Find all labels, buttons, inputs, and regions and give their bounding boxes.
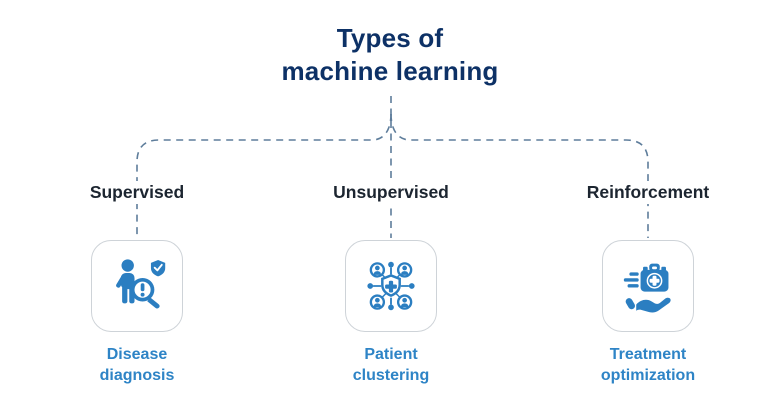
- icon-card-supervised: [91, 240, 183, 332]
- caption-treatment-optimization: Treatment optimization: [601, 344, 695, 386]
- treatment-optimization-icon: [623, 263, 671, 313]
- caption-line1: Disease: [106, 346, 168, 363]
- caption-line1: Treatment: [609, 346, 687, 363]
- page-title-line1: Types of: [336, 23, 444, 53]
- caption-line1: Patient: [364, 346, 418, 363]
- branch-label-supervised: Supervised: [81, 181, 193, 204]
- caption-line2: diagnosis: [99, 367, 175, 384]
- connector-left-branch: [136, 113, 392, 238]
- caption-line2: optimization: [600, 367, 696, 384]
- branch-label-unsupervised: Unsupervised: [325, 181, 457, 204]
- caption-line2: clustering: [352, 367, 430, 384]
- page-title-line2: machine learning: [281, 56, 499, 86]
- disease-diagnosis-icon: [116, 259, 166, 309]
- branch-label-reinforcement: Reinforcement: [578, 181, 718, 204]
- page-title: Types of machine learning: [190, 22, 590, 88]
- icon-card-reinforcement: [602, 240, 694, 332]
- connector-right-branch: [390, 113, 649, 238]
- caption-patient-clustering: Patient clustering: [353, 344, 429, 386]
- icon-card-unsupervised: [345, 240, 437, 332]
- patient-clustering-icon: [367, 261, 415, 311]
- caption-disease-diagnosis: Disease diagnosis: [100, 344, 175, 386]
